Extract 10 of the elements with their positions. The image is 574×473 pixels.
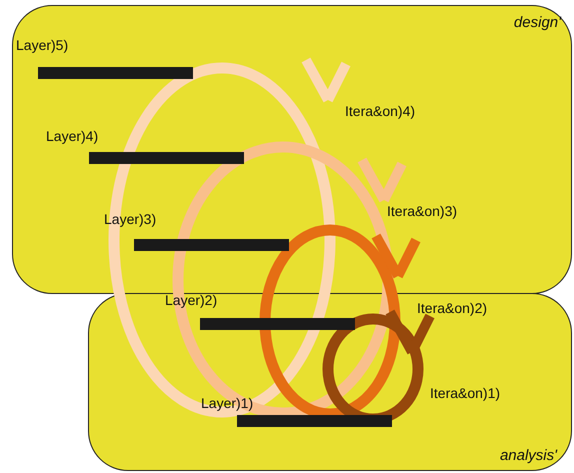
iteration-label: Itera&on)1): [430, 385, 500, 401]
region-title: analysis': [500, 447, 557, 464]
layer-label: Layer)5): [16, 37, 68, 53]
iteration-label: Itera&on)2): [417, 300, 488, 316]
layer-label: Layer)1): [201, 395, 254, 411]
layer-label: Layer)4): [46, 128, 98, 144]
region-title: design': [514, 14, 561, 31]
layer-label: Layer)2): [165, 292, 218, 308]
iteration-label: Itera&on)3): [387, 203, 458, 219]
iteration-label: Itera&on)4): [345, 103, 416, 119]
